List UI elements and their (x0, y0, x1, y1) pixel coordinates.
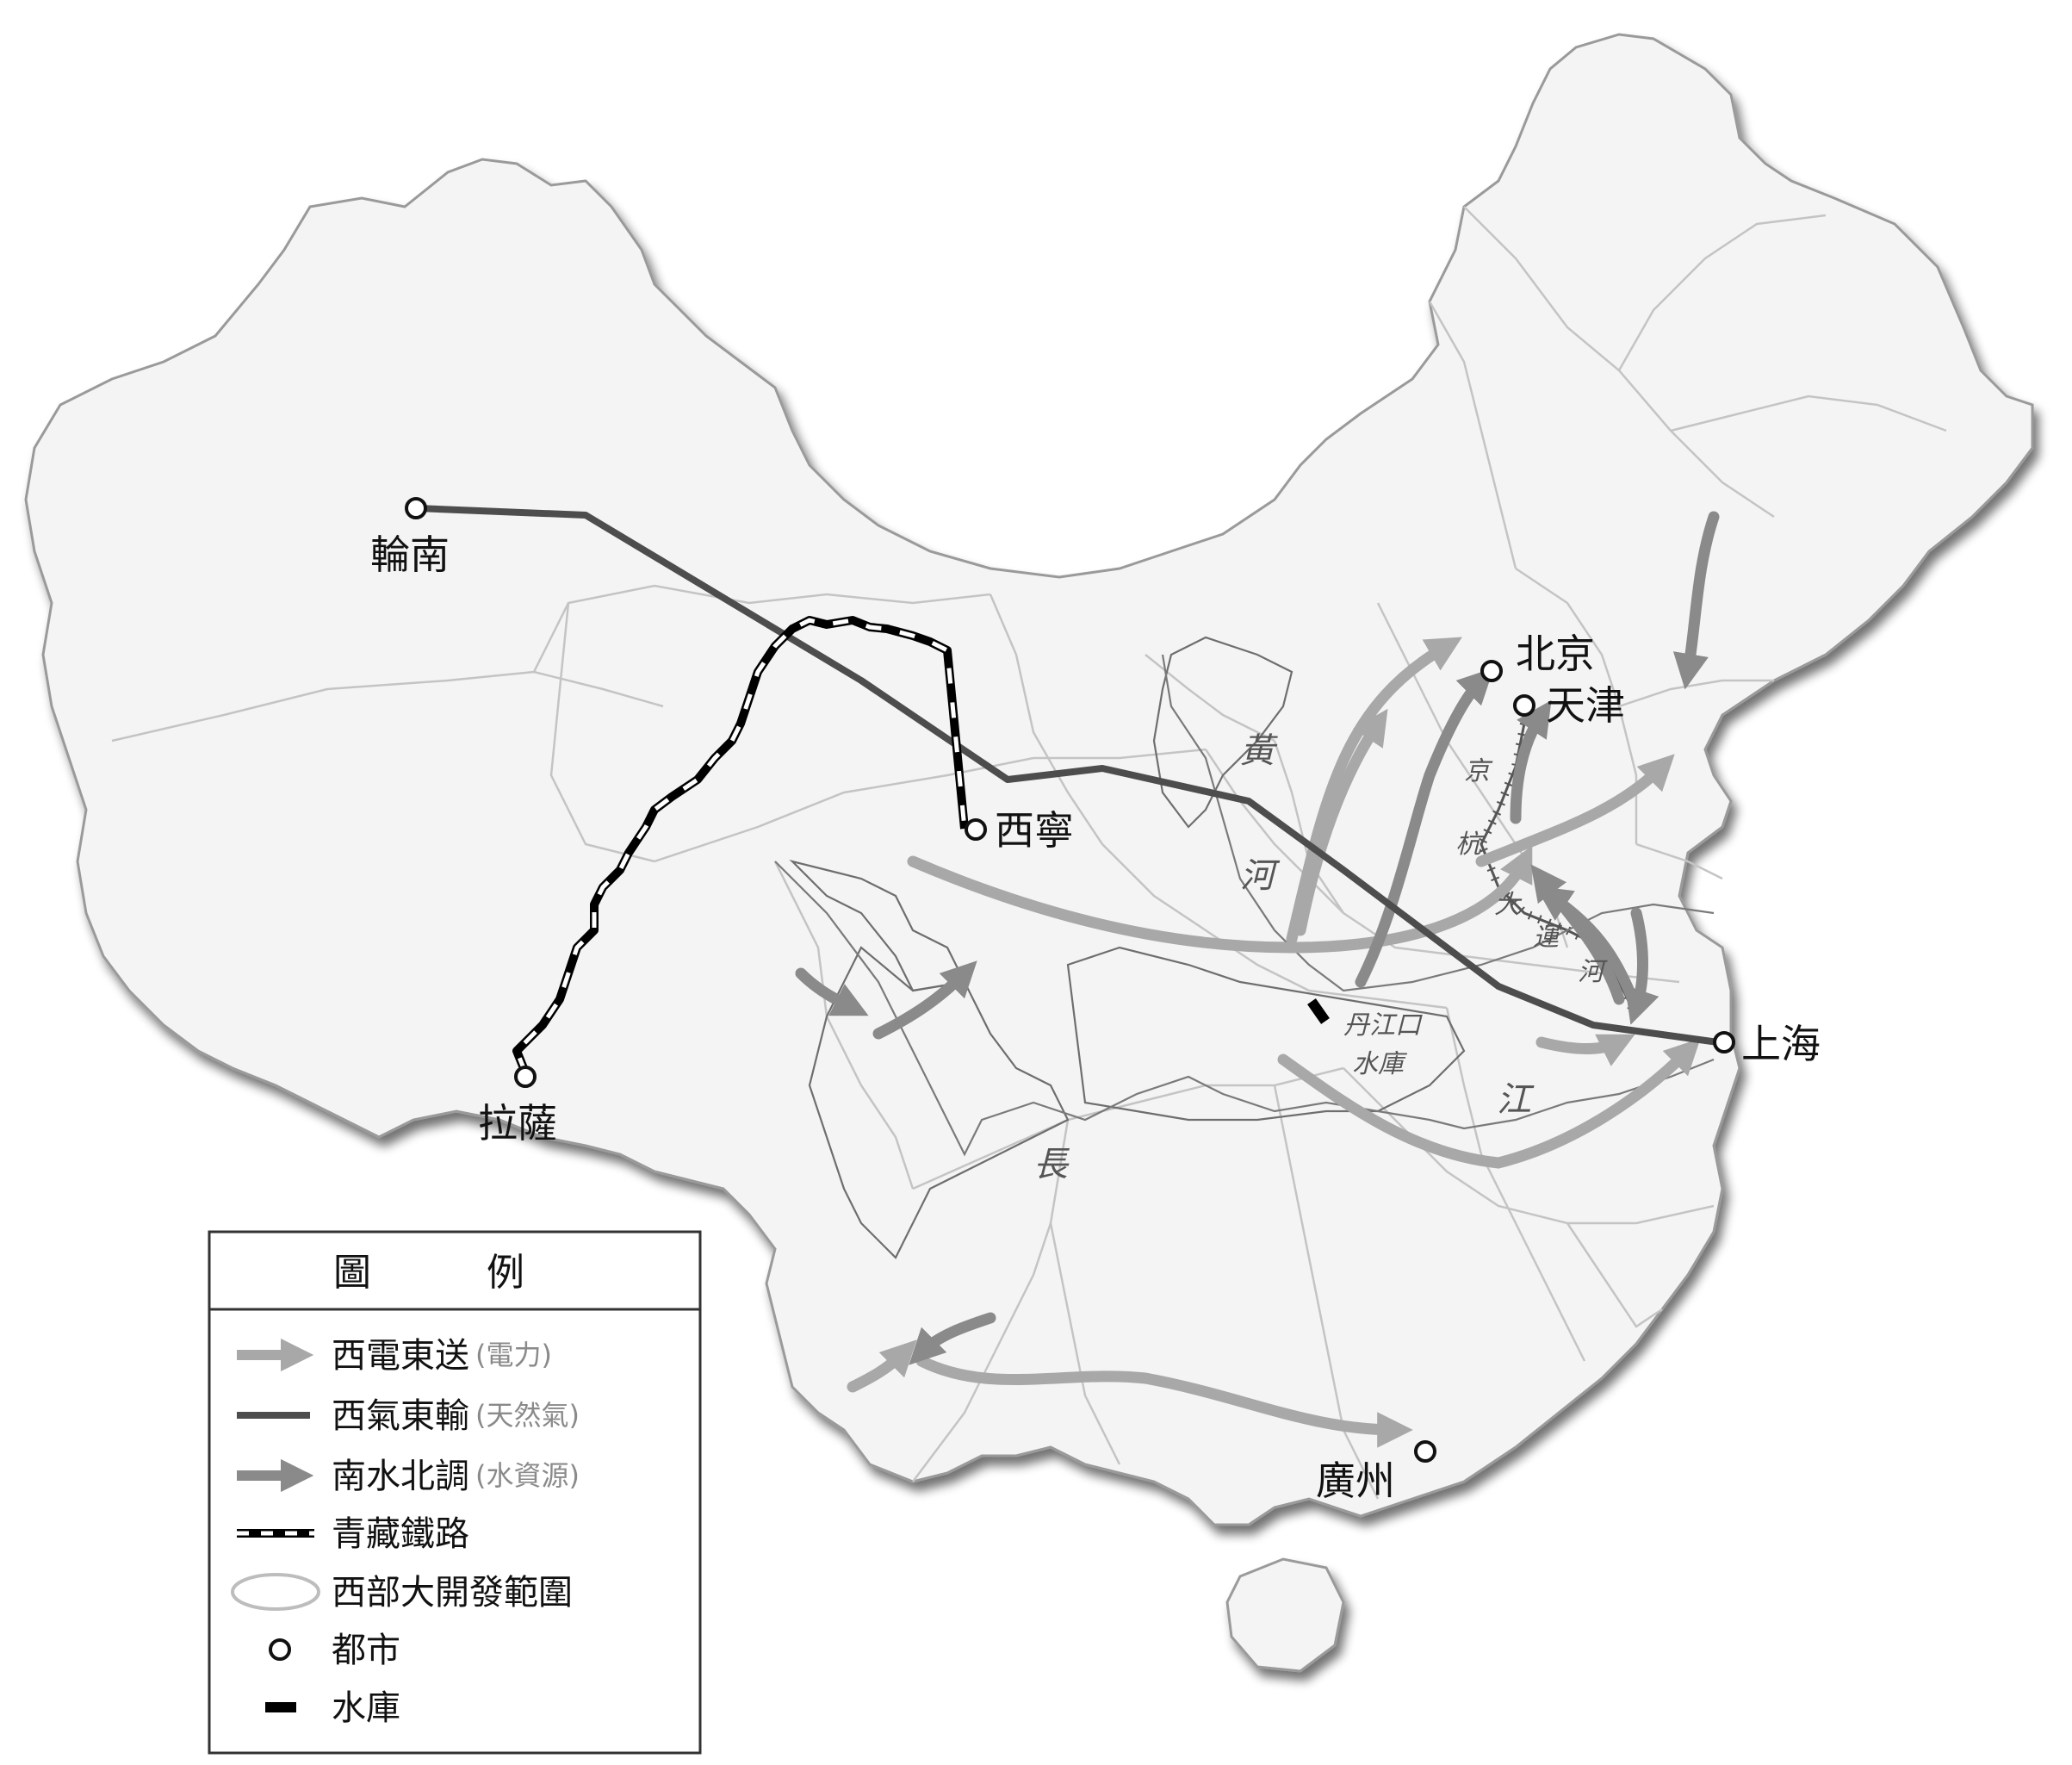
legend-reservoir-symbol (265, 1702, 296, 1712)
city-shanghai-label: 上海 (1741, 1021, 1821, 1067)
city-xining-label: 西寧 (995, 807, 1074, 854)
city-shanghai-marker (1713, 1031, 1735, 1053)
grand-canal-char-5: 河 (1578, 957, 1608, 987)
legend-railway-label: 青藏鐵路 (332, 1514, 469, 1554)
reservoir-label-2: 水庫 (1352, 1049, 1408, 1079)
grand-canal-char-2: 杭 (1455, 830, 1485, 860)
power-route-north-b (1286, 637, 1462, 945)
city-tianjin-marker (1513, 694, 1535, 717)
power-route-southwest (847, 1339, 917, 1393)
city-markers (405, 497, 1735, 1463)
south-north-water-routes (795, 511, 1720, 1365)
changjiang-char-2: 江 (1497, 1080, 1535, 1120)
city-guangzhou-label: 廣州 (1316, 1457, 1395, 1504)
legend-city-symbol (269, 1638, 291, 1661)
power-route-central (1277, 1038, 1701, 1169)
power-route-north (907, 845, 1533, 954)
water-route-east-b (1510, 699, 1552, 824)
water-route-middle (1355, 668, 1494, 988)
legend-west-region-label: 西部大開發範圍 (332, 1573, 573, 1613)
water-route-south (909, 1312, 996, 1365)
legend-frame (208, 1230, 702, 1755)
water-route-northeast (1672, 511, 1720, 690)
city-beijing-marker (1480, 660, 1503, 682)
west-east-gas-pipeline (417, 505, 1719, 1046)
province-borders (111, 206, 1947, 1500)
city-lasa-label: 拉薩 (478, 1100, 557, 1147)
huanghe-char-2: 河 (1240, 856, 1281, 896)
danjiangkou-reservoir-marker (1307, 998, 1330, 1024)
grand-canal-char-3: 大 (1494, 890, 1523, 920)
west-east-power-routes (847, 637, 1701, 1448)
legend-water-sub: (水資源) (475, 1459, 580, 1492)
water-route-west-b (872, 960, 977, 1040)
legend-power-label: 西電東送 (332, 1336, 469, 1376)
changjiang-char-1: 長 (1033, 1145, 1070, 1184)
power-route-central-b (1535, 1034, 1635, 1066)
feature-labels: 黃 河 長 江 京 杭 大 運 河 丹江口 水庫 (1033, 731, 1608, 1184)
legend-water-label: 南水北調 (332, 1457, 469, 1496)
water-route-shandong (1624, 907, 1659, 1025)
legend: 圖 例 西電東送 (電力) 西氣東輸 (天然氣) 南水北調 (水資源) 青藏鐵路… (208, 1230, 702, 1755)
city-labels: 輪南 西寧 拉薩 北京 天津 上海 廣州 (370, 531, 1821, 1504)
grand-canal-char-1: 京 (1464, 756, 1493, 786)
city-lunnan-label: 輪南 (370, 531, 450, 578)
grand-canal-char-4: 運 (1533, 923, 1562, 953)
legend-gas-label: 西氣東輸 (332, 1396, 469, 1436)
city-lunnan-marker (405, 497, 427, 519)
city-tianjin-label: 天津 (1546, 682, 1625, 729)
city-guangzhou-marker (1414, 1440, 1436, 1463)
legend-gas-sub: (天然氣) (475, 1399, 580, 1432)
legend-power-sub: (電力) (475, 1339, 552, 1371)
legend-title: 圖 例 (333, 1251, 576, 1295)
city-beijing-label: 北京 (1516, 631, 1595, 677)
reservoir-label-1: 丹江口 (1343, 1010, 1423, 1041)
city-xining-marker (965, 818, 987, 841)
city-lasa-marker (514, 1066, 537, 1088)
water-route-west (795, 967, 869, 1016)
legend-west-region-symbol (231, 1573, 320, 1611)
legend-reservoir-label: 水庫 (332, 1688, 400, 1728)
legend-city-label: 都市 (332, 1631, 400, 1670)
huanghe-char-1: 黃 (1240, 731, 1278, 771)
rivers (774, 654, 1715, 1157)
power-route-shandong (1475, 754, 1675, 867)
power-route-south (915, 1355, 1413, 1448)
qinghai-tibet-railway (512, 616, 969, 1074)
power-route-north-long (1294, 708, 1388, 936)
